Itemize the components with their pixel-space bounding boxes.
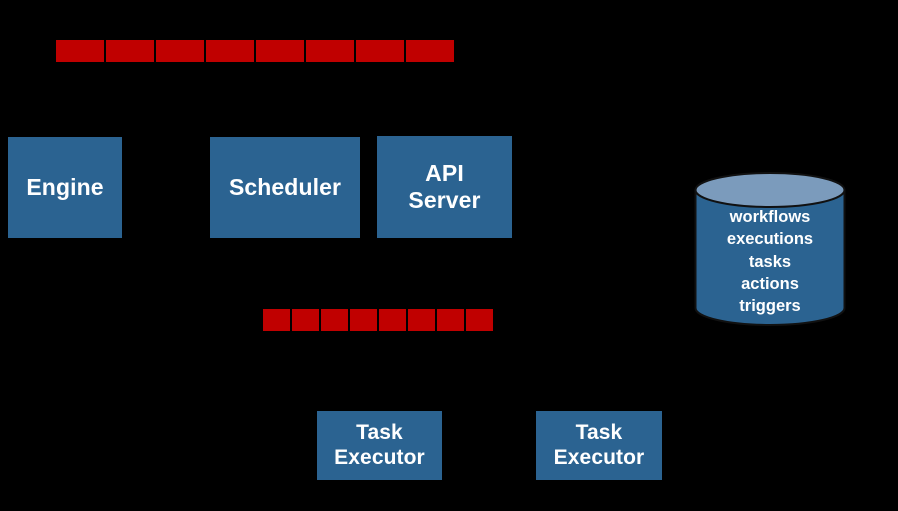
bus-segment <box>466 309 493 331</box>
bus-segment <box>256 40 304 62</box>
bus-segment <box>437 309 464 331</box>
bus-segment <box>106 40 154 62</box>
bus-segment <box>321 309 348 331</box>
bus-segment <box>350 309 377 331</box>
bus-segment <box>379 309 406 331</box>
bus-segment <box>406 40 454 62</box>
component-box-engine[interactable]: Engine <box>8 137 122 238</box>
message-bus-bar-top <box>56 40 456 62</box>
bus-segment <box>292 309 319 331</box>
bus-segment <box>356 40 404 62</box>
bus-segment <box>263 309 290 331</box>
bus-segment <box>306 40 354 62</box>
bus-segment <box>408 309 435 331</box>
bus-segment <box>56 40 104 62</box>
bus-segment <box>206 40 254 62</box>
bus-segment <box>156 40 204 62</box>
component-box-scheduler[interactable]: Scheduler <box>210 137 360 238</box>
component-box-task-executor-2[interactable]: Task Executor <box>536 411 662 480</box>
component-box-task-executor-1[interactable]: Task Executor <box>317 411 442 480</box>
message-bus-bar-middle <box>263 309 497 331</box>
database-cylinder[interactable]: workflows executions tasks actions trigg… <box>694 172 846 326</box>
component-box-api-server[interactable]: API Server <box>377 136 512 238</box>
cylinder-shape-icon <box>694 172 846 326</box>
